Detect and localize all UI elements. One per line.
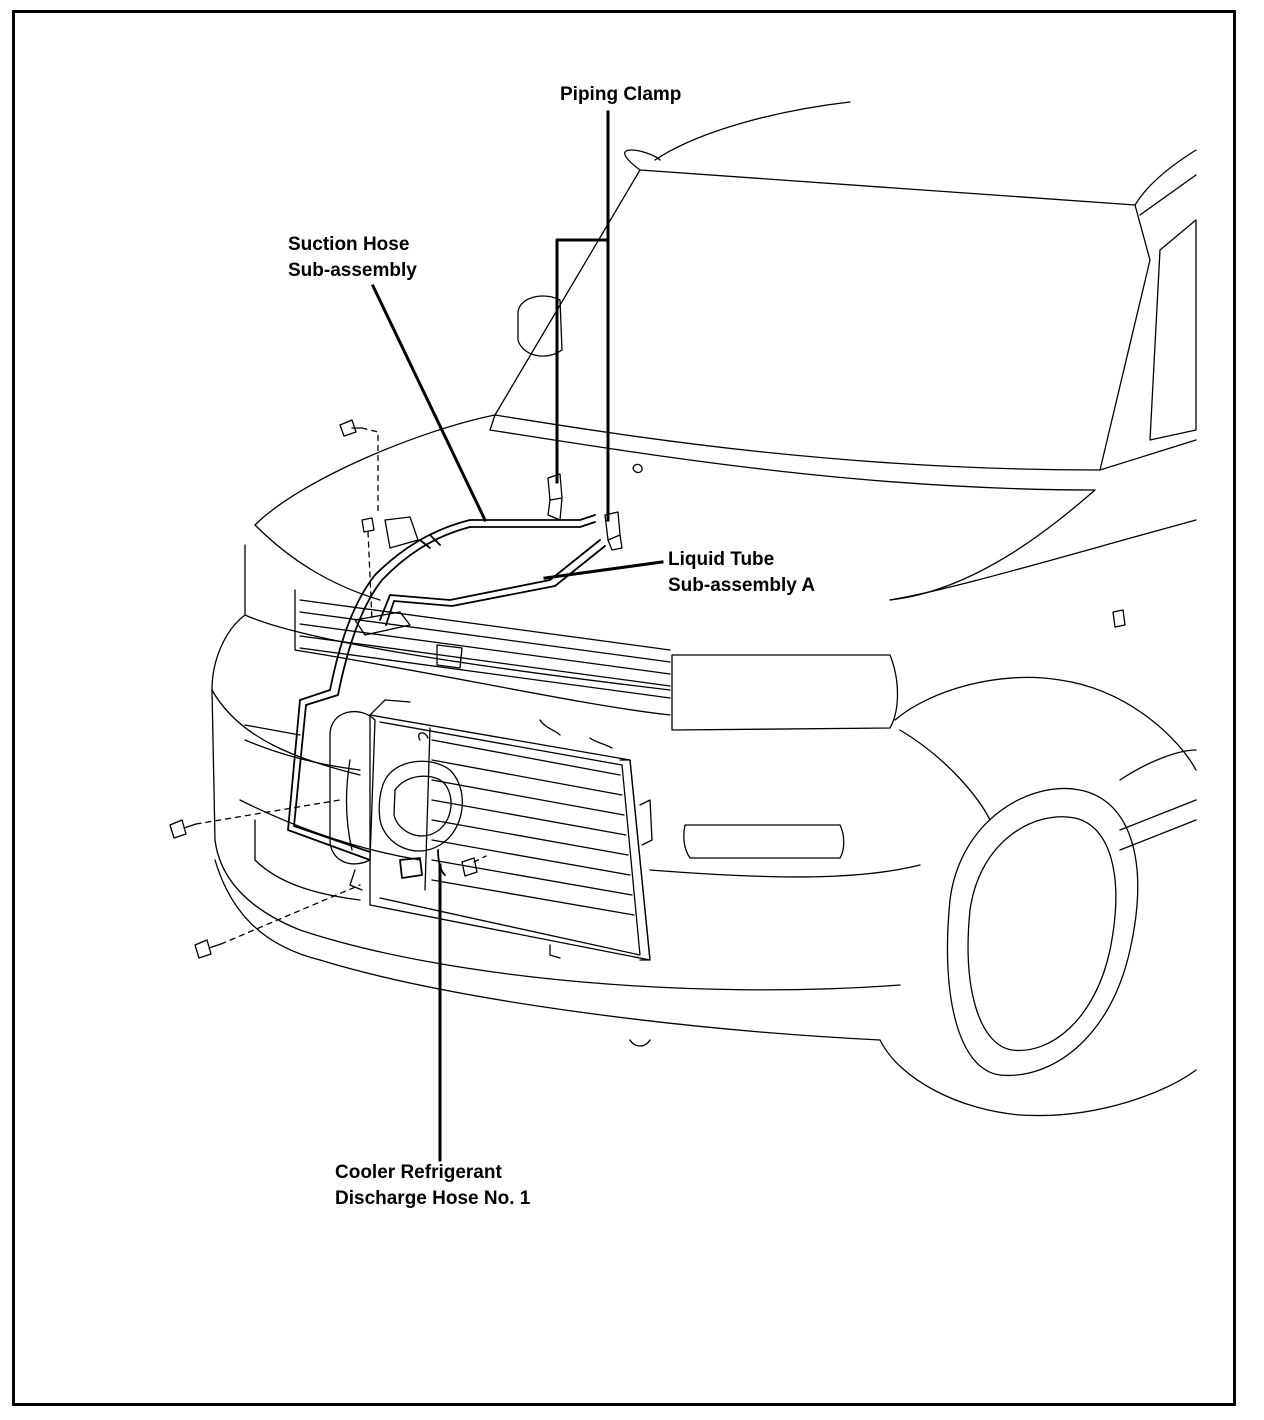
diagram-frame [12,10,1236,1406]
bumper-outline [211,614,921,1047]
refrigerant-lines [287,514,606,879]
fender-wheel-outline [879,519,1197,1117]
installation-dashes [195,427,487,945]
discharge-hose-line2: Discharge Hose No. 1 [335,1188,531,1209]
compressor-outline [329,711,463,891]
windshield-outline [494,101,1197,471]
liquid-tube-label: Liquid Tube Sub-assembly A [668,547,815,599]
condenser-outline [369,699,653,961]
suction-hose-line1: Suction Hose [288,234,410,255]
piping-clamp-label: Piping Clamp [560,82,681,108]
liquid-tube-line1: Liquid Tube [668,549,775,570]
piping-clamp-text: Piping Clamp [560,84,682,105]
liquid-tube-line2: Sub-assembly A [668,575,816,596]
mirror-outline [517,295,563,357]
grille-outline [244,544,899,731]
leader-lines [370,110,664,1162]
suction-hose-line2: Sub-assembly [288,260,417,281]
discharge-hose-label: Cooler Refrigerant Discharge Hose No. 1 [335,1160,530,1212]
bolts [169,419,478,959]
suction-hose-label: Suction Hose Sub-assembly [288,232,417,284]
discharge-hose-line1: Cooler Refrigerant [335,1162,502,1183]
